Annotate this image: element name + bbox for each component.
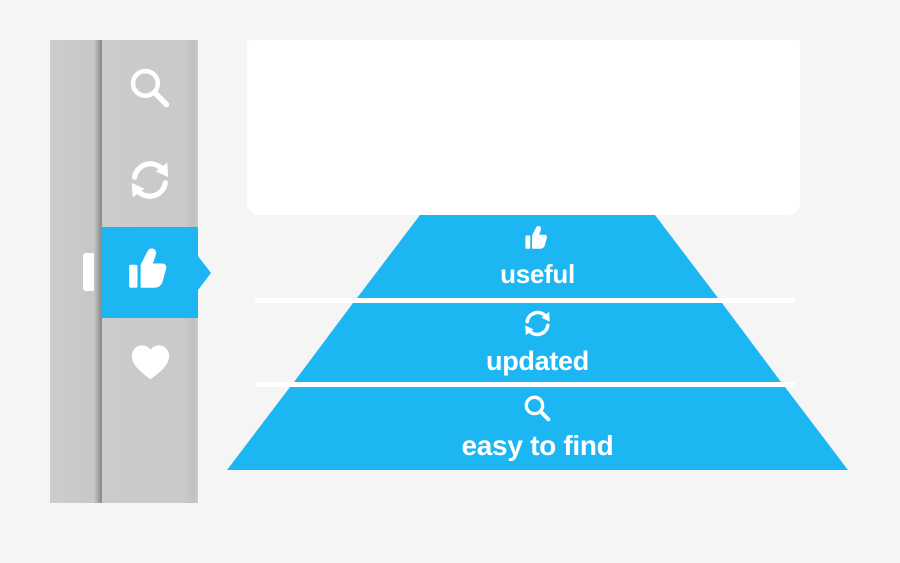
content-card: [247, 40, 800, 215]
sidebar-seam-shadow: [94, 40, 102, 503]
sidebar-item-heart[interactable]: [126, 341, 174, 389]
search-icon: [128, 66, 172, 115]
sidebar-item-search[interactable]: [126, 66, 174, 114]
pyramid-level-useful: useful: [357, 215, 718, 298]
search-icon: [523, 394, 552, 428]
refresh-icon: [127, 157, 173, 208]
pyramid-label-updated: updated: [486, 345, 589, 376]
pyramid-label-easy-to-find: easy to find: [461, 430, 614, 462]
pyramid-divider-bottom: [255, 382, 795, 387]
thumbs-up-icon: [125, 245, 175, 300]
pyramid-label-useful: useful: [500, 258, 575, 289]
selected-pointer-arrow: [198, 255, 211, 290]
heart-icon: [127, 339, 174, 391]
thumbs-up-icon: [523, 224, 552, 258]
sidebar-item-refresh[interactable]: [126, 158, 174, 206]
pyramid-divider-top: [255, 298, 795, 303]
pyramid-level-updated: updated: [294, 303, 781, 382]
refresh-icon: [522, 308, 553, 344]
pyramid-level-easy-to-find: easy to find: [227, 387, 848, 470]
sidebar-item-thumbs-up[interactable]: [102, 227, 211, 318]
